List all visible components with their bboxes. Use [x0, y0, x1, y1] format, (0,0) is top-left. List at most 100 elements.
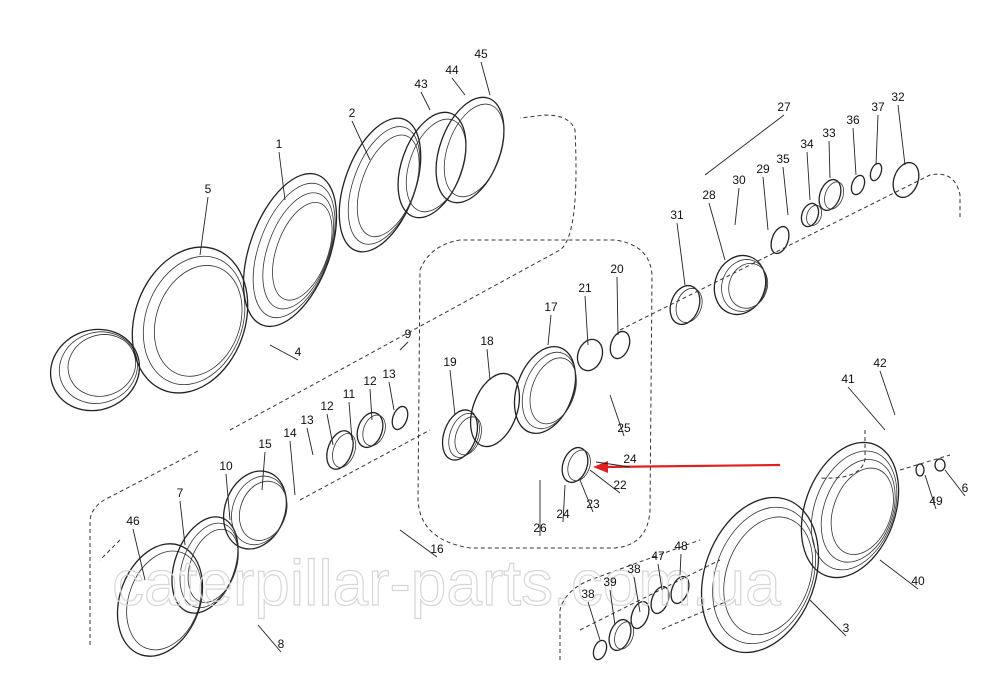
- leader-line: [584, 295, 589, 346]
- part-label-13: 13: [300, 413, 314, 427]
- part-label-2: 2: [349, 106, 356, 120]
- part-outline: [405, 118, 467, 213]
- part-outline: [770, 225, 790, 255]
- part-label-25: 25: [617, 421, 631, 435]
- part-outline: [397, 111, 467, 219]
- part-label-10: 10: [219, 459, 233, 473]
- part-outline: [934, 458, 946, 472]
- part-outline: [252, 182, 336, 319]
- leader-line: [806, 151, 811, 201]
- part-label-36: 36: [846, 113, 860, 127]
- part-label-49: 49: [929, 494, 943, 508]
- leader-line: [351, 120, 371, 161]
- leader-line: [420, 91, 431, 111]
- part-label-32: 32: [891, 90, 905, 104]
- part-label-43: 43: [414, 77, 428, 91]
- part-outline: [443, 103, 505, 198]
- leader-line: [762, 176, 769, 231]
- part-outline: [238, 480, 288, 541]
- leader-line: [225, 473, 231, 521]
- part-outline: [262, 192, 334, 310]
- leader-line: [199, 196, 209, 256]
- part-label-46: 46: [126, 514, 140, 528]
- part-label-28: 28: [702, 188, 716, 202]
- part-outline: [242, 172, 338, 328]
- leader-line: [828, 140, 831, 179]
- part-label-22: 22: [613, 478, 627, 492]
- dashed-assembly-lines: [89, 114, 961, 660]
- part-outline: [521, 351, 577, 429]
- part-outline: [131, 246, 249, 394]
- watermark: caterpillar-parts.com.ua: [112, 547, 781, 619]
- leader-line: [609, 394, 625, 437]
- leader-line: [388, 381, 395, 411]
- leader-line: [852, 127, 857, 176]
- part-label-24: 24: [623, 452, 637, 466]
- part-outline: [713, 254, 767, 316]
- part-outline: [49, 328, 141, 412]
- part-label-33: 33: [822, 126, 836, 140]
- leader-line: [289, 440, 296, 496]
- part-outline: [712, 506, 816, 645]
- leader-line: [399, 529, 438, 558]
- part-outline: [800, 202, 820, 228]
- part-outline: [362, 414, 386, 447]
- leader-line: [179, 500, 186, 546]
- leader-line: [451, 77, 466, 96]
- part-outline: [915, 463, 925, 477]
- leader-line: [616, 276, 619, 336]
- part-label-30: 30: [732, 173, 746, 187]
- part-outline: [332, 433, 357, 468]
- part-labels: 1234567891011121213131415161718192021222…: [126, 47, 969, 653]
- part-label-7: 7: [177, 486, 184, 500]
- leader-line: [676, 222, 686, 286]
- part-label-38: 38: [627, 562, 641, 576]
- part-outline: [892, 161, 920, 199]
- part-label-27: 27: [777, 100, 791, 114]
- part-outline: [723, 516, 814, 636]
- part-outline: [326, 430, 354, 470]
- part-label-12: 12: [363, 374, 377, 388]
- part-label-19: 19: [443, 355, 457, 369]
- leader-line: [734, 187, 740, 226]
- part-label-35: 35: [776, 152, 790, 166]
- part-outline: [356, 134, 420, 238]
- leader-line: [924, 474, 937, 510]
- part-label-3: 3: [843, 621, 850, 635]
- part-outline: [567, 449, 591, 482]
- part-outline: [356, 411, 384, 449]
- leader-line: [944, 469, 966, 497]
- part-outline: [576, 338, 604, 372]
- part-outline: [231, 475, 288, 546]
- leader-line: [348, 401, 353, 441]
- leader-line: [486, 348, 491, 381]
- leader-line: [547, 314, 552, 346]
- part-outline: [435, 96, 505, 204]
- part-label-18: 18: [480, 334, 494, 348]
- part-label-26: 26: [533, 521, 547, 535]
- part-outline: [728, 263, 769, 309]
- part-label-21: 21: [578, 281, 592, 295]
- part-outline: [609, 330, 631, 360]
- part-label-12: 12: [320, 399, 334, 413]
- part-outline: [116, 543, 204, 657]
- part-label-38: 38: [581, 587, 595, 601]
- part-label-44: 44: [445, 63, 459, 77]
- part-outline: [614, 621, 635, 650]
- part-label-4: 4: [295, 345, 302, 359]
- part-label-31: 31: [670, 208, 684, 222]
- leader-line: [589, 469, 621, 494]
- part-label-6: 6: [962, 481, 969, 495]
- leader-line: [326, 413, 334, 446]
- leader-line: [587, 601, 601, 641]
- part-outline: [806, 204, 823, 227]
- part-outline: [448, 412, 480, 458]
- part-outline: [561, 446, 589, 484]
- leader-line: [369, 388, 373, 421]
- part-outline: [592, 639, 608, 661]
- part-label-29: 29: [756, 162, 770, 176]
- leader-line: [679, 553, 682, 576]
- part-outline: [58, 331, 138, 404]
